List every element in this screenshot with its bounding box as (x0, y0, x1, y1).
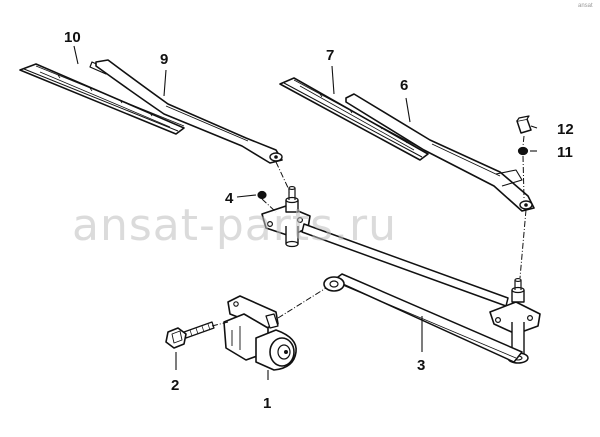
wiper-motor (223, 295, 297, 371)
callout-leaders (73, 45, 538, 380)
wiper-blade-right (279, 77, 429, 161)
wiper-arm-left (95, 59, 283, 164)
callout-2: 2 (171, 377, 179, 394)
callout-4: 4 (225, 190, 234, 207)
bolt (165, 321, 215, 349)
callout-7: 7 (326, 47, 334, 64)
callout-1: 1 (263, 395, 271, 412)
wiper-linkage (261, 186, 541, 364)
callout-3: 3 (417, 357, 425, 374)
nut (257, 190, 267, 200)
wiper-arm-right (345, 93, 535, 212)
callout-6: 6 (400, 77, 408, 94)
callout-12: 12 (557, 121, 574, 138)
wiper-blade-left (19, 61, 185, 135)
assembly-guide-lines (211, 135, 527, 327)
cap (516, 115, 532, 134)
corner-mark: ansat (578, 3, 593, 9)
callout-11: 11 (557, 144, 573, 161)
callout-9: 9 (160, 51, 168, 68)
washer (517, 146, 529, 156)
callout-10: 10 (64, 29, 81, 46)
watermark: ansat-parts.ru (72, 200, 397, 251)
